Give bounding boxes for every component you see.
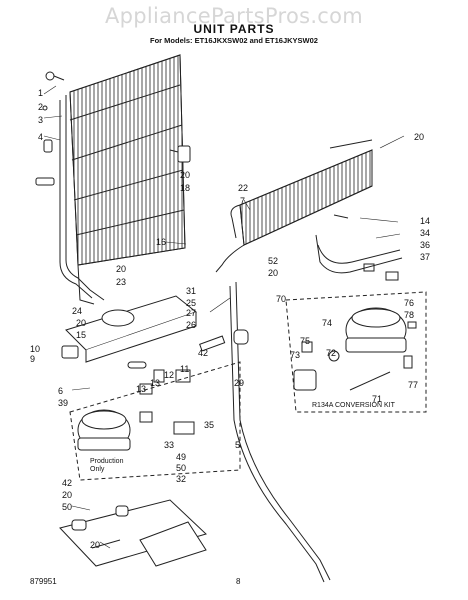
callout-50: 50	[62, 502, 73, 512]
callout-73: 73	[290, 350, 301, 360]
model-subtitle: For Models: ET16JKXSW02 and ET16JKYSW02	[150, 36, 318, 45]
callout-76: 76	[404, 298, 415, 308]
conversion-kit-box	[285, 291, 427, 413]
callout-12: 12	[164, 370, 175, 380]
callout-26: 26	[186, 320, 197, 330]
callout-37: 39	[58, 398, 69, 408]
callout-3: 3	[38, 115, 44, 125]
fasteners-upper-left	[35, 71, 65, 186]
callout-48: 49	[176, 452, 187, 462]
callout-35: 36	[420, 240, 431, 250]
tubing-right	[315, 214, 403, 281]
callout-36: 37	[420, 252, 431, 262]
compressor-left	[77, 409, 131, 451]
callout-5: 5	[235, 440, 241, 450]
callout-74: 74	[322, 318, 333, 328]
tube-5	[229, 281, 331, 583]
compressor-kit	[293, 307, 417, 391]
callout-10: 10	[30, 344, 41, 354]
callout-21-g: 20	[90, 540, 101, 550]
callout-71: 71	[372, 394, 383, 404]
callout-49: 50	[176, 463, 187, 473]
leader-lines	[43, 85, 405, 549]
callout-75: 75	[300, 336, 311, 346]
callout-1: 1	[38, 88, 44, 98]
condenser-coil	[59, 54, 186, 305]
callout-11: 11	[180, 364, 190, 374]
callout-21-d: 20	[268, 268, 279, 278]
callout-32: 33	[164, 440, 175, 450]
callout-27: 27	[186, 308, 197, 318]
callout-9: 9	[30, 354, 36, 364]
callout-21-a: 20	[180, 170, 191, 180]
callout-39: 42	[62, 478, 73, 488]
fin-coil-right	[215, 139, 373, 273]
callout-4: 4	[38, 132, 44, 142]
page-title: UNIT PARTS	[193, 22, 275, 36]
callout-21-e: 20	[76, 318, 87, 328]
callout-30: 32	[176, 474, 187, 484]
callout-52: 52	[268, 256, 279, 266]
conversion-kit-label: R134A CONVERSION KIT	[312, 402, 395, 409]
callout-23: 23	[116, 277, 127, 287]
callout-18: 16	[156, 237, 167, 247]
footer-code: 879951	[30, 577, 57, 586]
callout-42: 42	[198, 348, 209, 358]
callout-21-c: 20	[116, 264, 127, 274]
drain-pan	[61, 295, 198, 363]
callout-25: 25	[186, 298, 197, 308]
callout-20: 18	[180, 183, 191, 193]
callout-70: 70	[276, 294, 287, 304]
callout-16: 15	[76, 330, 87, 340]
callout-6: 6	[58, 386, 64, 396]
callout-78: 78	[404, 310, 415, 320]
callout-24: 24	[72, 306, 83, 316]
callout-33: 34	[420, 228, 431, 238]
callout-31: 31	[186, 286, 197, 296]
callout-72: 72	[326, 348, 337, 358]
callout-21-b: 20	[414, 132, 425, 142]
base-plate	[59, 499, 207, 567]
callout-29: 29	[234, 378, 245, 388]
callout-13: 13	[136, 384, 147, 394]
callout-22: 22	[238, 183, 249, 193]
callout-21-f: 20	[62, 490, 73, 500]
footer-page: 8	[236, 577, 241, 586]
callout-77: 77	[408, 380, 419, 390]
callout-14: 14	[420, 216, 431, 226]
watermark: AppliancePartsPros.com	[104, 4, 364, 28]
callout-15: 13	[150, 378, 161, 388]
callout-34: 35	[204, 420, 215, 430]
small-parts-center	[127, 329, 249, 435]
bracket-20	[169, 145, 191, 163]
production-only-label: Production Only	[90, 458, 124, 473]
callout-7: 7	[240, 196, 246, 206]
callout-2: 2	[38, 102, 44, 112]
